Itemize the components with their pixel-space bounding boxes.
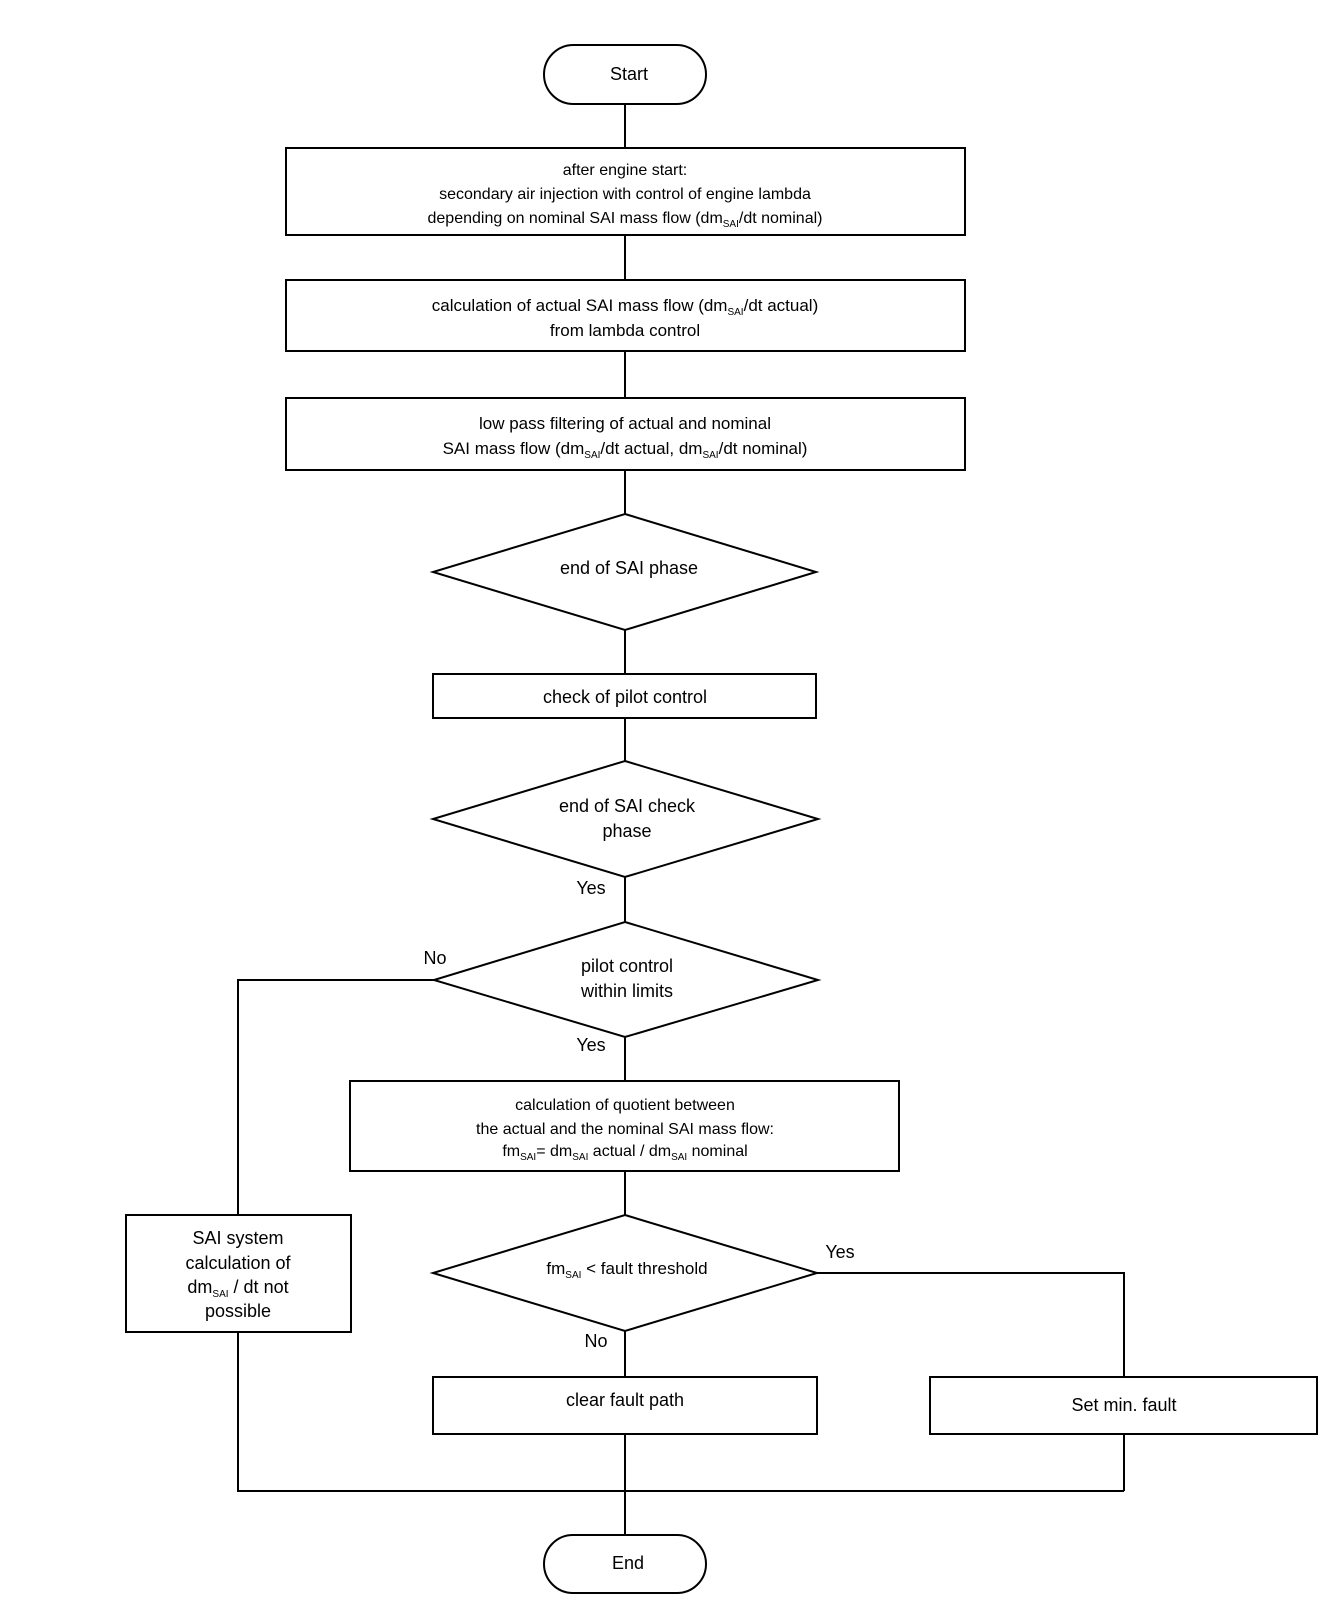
calc-quotient-line-2: the actual and the nominal SAI mass flow… xyxy=(476,1121,774,1138)
end-sai-check-line-1: end of SAI check xyxy=(559,796,696,816)
start-shape xyxy=(543,44,707,105)
sai-system-line-1: SAI system xyxy=(192,1228,283,1248)
edge-label-check-yes: Yes xyxy=(576,878,605,898)
pilot-within-line-2: within limits xyxy=(580,981,673,1001)
low-pass-shape xyxy=(285,397,966,471)
sai-system-line-2: calculation of xyxy=(185,1253,291,1273)
check-pilot-label: check of pilot control xyxy=(543,687,707,707)
sai-system-line-4: possible xyxy=(205,1301,271,1321)
calc-quotient-line-3: fmSAI= dmSAI actual / dmSAI nominal xyxy=(502,1143,747,1163)
edge-label-threshold-yes: Yes xyxy=(825,1242,854,1262)
clear-fault-label: clear fault path xyxy=(566,1390,684,1410)
end-shape xyxy=(543,1534,707,1594)
after-engine-start-shape xyxy=(285,147,966,236)
fault-threshold-decision: fmSAI < fault threshold xyxy=(429,1213,821,1333)
set-min-fault-label: Set min. fault xyxy=(1071,1395,1176,1415)
after-engine-start-line-1: after engine start: xyxy=(563,162,688,179)
set-min-fault-shape xyxy=(929,1376,1318,1435)
after-engine-start-line-3: depending on nominal SAI mass flow (dmSA… xyxy=(428,210,823,230)
check-pilot-box: check of pilot control xyxy=(432,673,817,719)
start-terminator: Start xyxy=(543,44,707,105)
pilot-within-shape xyxy=(430,920,822,1039)
end-label: End xyxy=(612,1553,644,1573)
end-sai-phase-decision: end of SAI phase xyxy=(429,512,820,632)
end-sai-check-shape xyxy=(429,759,822,879)
sai-system-line-3: dmSAI / dt not xyxy=(187,1277,288,1300)
clear-fault-box: clear fault path xyxy=(432,1376,818,1435)
start-label: Start xyxy=(610,64,648,84)
connectors xyxy=(237,104,1125,1535)
pilot-within-line-1: pilot control xyxy=(581,956,673,976)
calc-actual-shape xyxy=(285,279,966,352)
end-sai-check-decision: end of SAI check phase xyxy=(429,759,822,879)
sai-system-box: SAI system calculation of dmSAI / dt not… xyxy=(125,1214,352,1333)
edge-label-pilot-no: No xyxy=(423,948,446,968)
fault-threshold-shape xyxy=(429,1213,821,1333)
clear-fault-shape xyxy=(432,1376,818,1435)
sai-system-shape xyxy=(125,1214,352,1333)
edge-sai-system-to-merge xyxy=(237,1332,1124,1492)
low-pass-line-1: low pass filtering of actual and nominal xyxy=(479,414,771,433)
end-sai-phase-shape xyxy=(429,512,820,632)
calc-actual-line-1: calculation of actual SAI mass flow (dmS… xyxy=(432,296,819,318)
edge-threshold-yes-to-set-min-fault xyxy=(817,1272,1125,1377)
edge-label-pilot-yes: Yes xyxy=(576,1035,605,1055)
edge-pilot-no-to-sai-system xyxy=(237,979,434,1215)
low-pass-box: low pass filtering of actual and nominal… xyxy=(285,397,966,471)
low-pass-line-2: SAI mass flow (dmSAI/dt actual, dmSAI/dt… xyxy=(443,439,808,461)
set-min-fault-box: Set min. fault xyxy=(929,1376,1318,1435)
calc-quotient-shape xyxy=(349,1080,900,1172)
end-sai-phase-label: end of SAI phase xyxy=(560,558,698,578)
end-sai-check-line-2: phase xyxy=(602,821,651,841)
pilot-within-decision: pilot control within limits xyxy=(430,920,822,1039)
calc-quotient-line-1: calculation of quotient between xyxy=(515,1097,735,1114)
edge-label-threshold-no: No xyxy=(584,1331,607,1351)
check-pilot-shape xyxy=(432,673,817,719)
calc-quotient-box: calculation of quotient between the actu… xyxy=(349,1080,900,1172)
calc-actual-line-2: from lambda control xyxy=(550,321,700,340)
after-engine-start-line-2: secondary air injection with control of … xyxy=(439,186,811,203)
fault-threshold-label: fmSAI < fault threshold xyxy=(546,1259,707,1281)
after-engine-start-box: after engine start: secondary air inject… xyxy=(285,147,966,236)
calc-actual-box: calculation of actual SAI mass flow (dmS… xyxy=(285,279,966,352)
end-terminator: End xyxy=(543,1534,707,1594)
